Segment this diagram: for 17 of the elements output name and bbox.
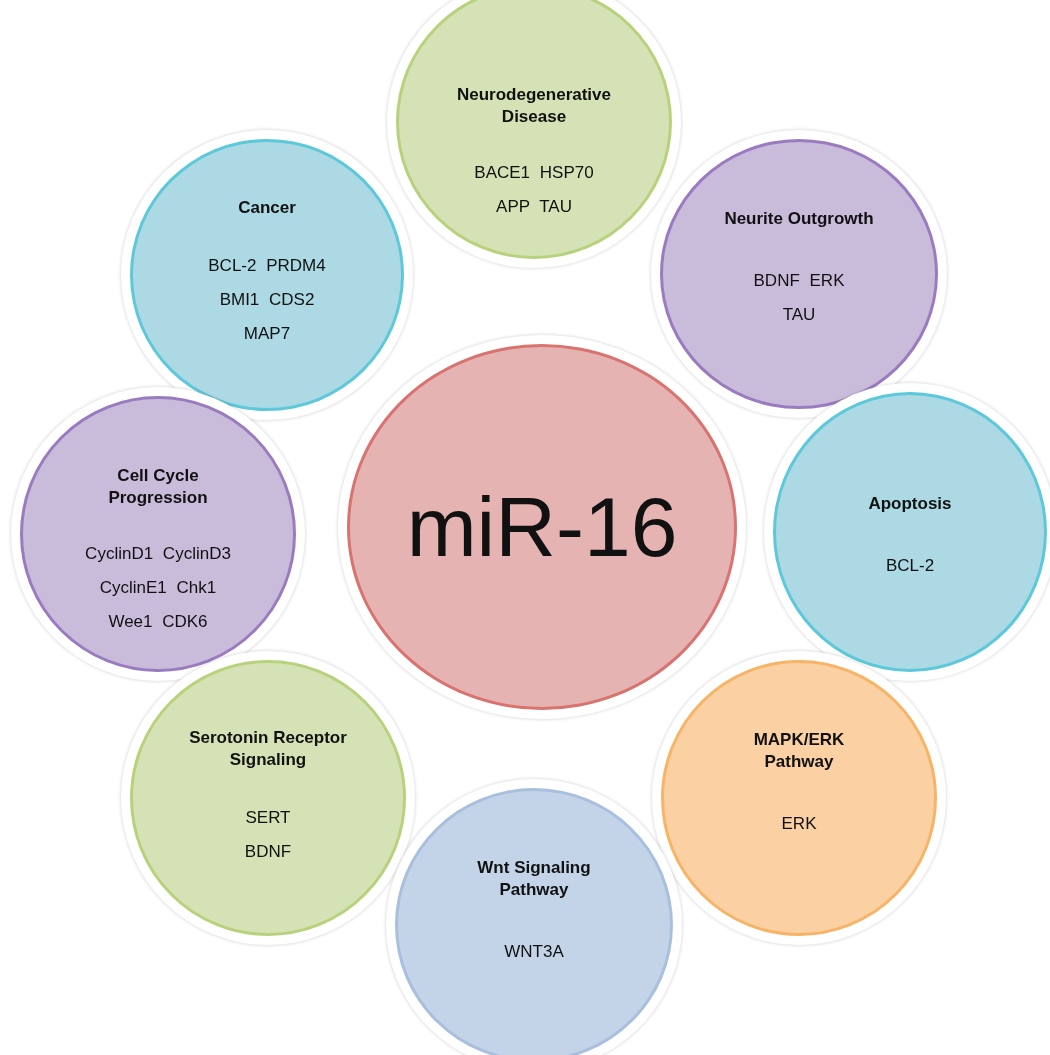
gene-list: ERK (749, 807, 849, 841)
topic-heading: Apoptosis (867, 493, 953, 515)
topic-heading: MAPK/ERK Pathway (752, 729, 846, 773)
gene-list: SERT BDNF (238, 801, 298, 869)
gene-list: BACE1 HSP70 APP TAU (459, 156, 609, 224)
topic-heading: Serotonin Receptor Signaling (188, 727, 348, 771)
gene-list: BCL-2 (850, 549, 970, 583)
gene-list: CyclinD1 CyclinD3 CyclinE1 Chk1 Wee1 CDK6 (83, 537, 233, 639)
topic-heading: Neurodegenerative Disease (456, 84, 612, 128)
topic-heading: Cancer (237, 197, 297, 219)
topic-heading: Wnt Signaling Pathway (476, 857, 592, 901)
topic-heading: Cell Cycle Progression (107, 465, 209, 509)
topic-heading: Neurite Outgrowth (723, 208, 875, 230)
gene-list: BCL-2 PRDM4 BMI1 CDS2 MAP7 (206, 249, 328, 351)
gene-list: BDNF ERK TAU (749, 264, 849, 332)
center-label: miR-16 (406, 478, 678, 576)
gene-list: WNT3A (484, 935, 584, 969)
